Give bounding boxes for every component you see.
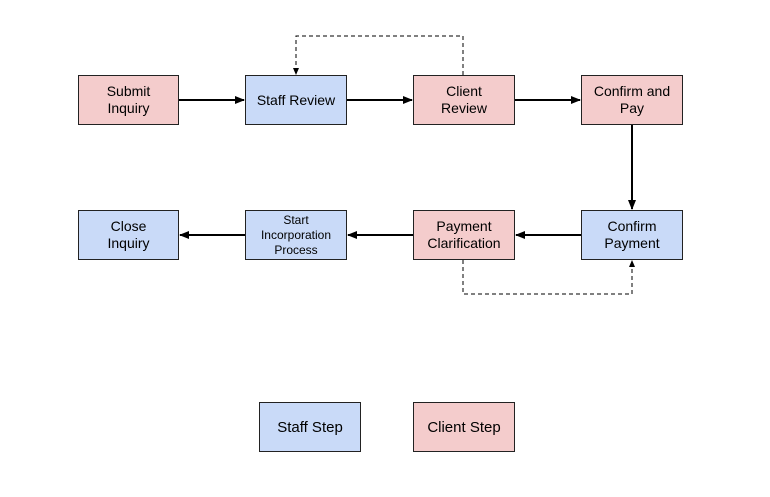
step-close-inquiry: Close Inquiry [78,210,179,260]
legend-client-step: Client Step [413,402,515,452]
dashed-arrow-client-review-to-staff-review [293,35,464,75]
legend-staff-step: Staff Step [259,402,361,452]
step-client-review: Client Review [413,75,515,125]
step-start-incorporation-process: Start Incorporation Process [245,210,347,260]
step-confirm-and-pay: Confirm and Pay [581,75,683,125]
step-payment-clarification: Payment Clarification [413,210,515,260]
dashed-arrow-payment-clarification-to-confirm-payment [462,260,635,295]
step-staff-review: Staff Review [245,75,347,125]
step-confirm-payment: Confirm Payment [581,210,683,260]
step-submit-inquiry: Submit Inquiry [78,75,179,125]
